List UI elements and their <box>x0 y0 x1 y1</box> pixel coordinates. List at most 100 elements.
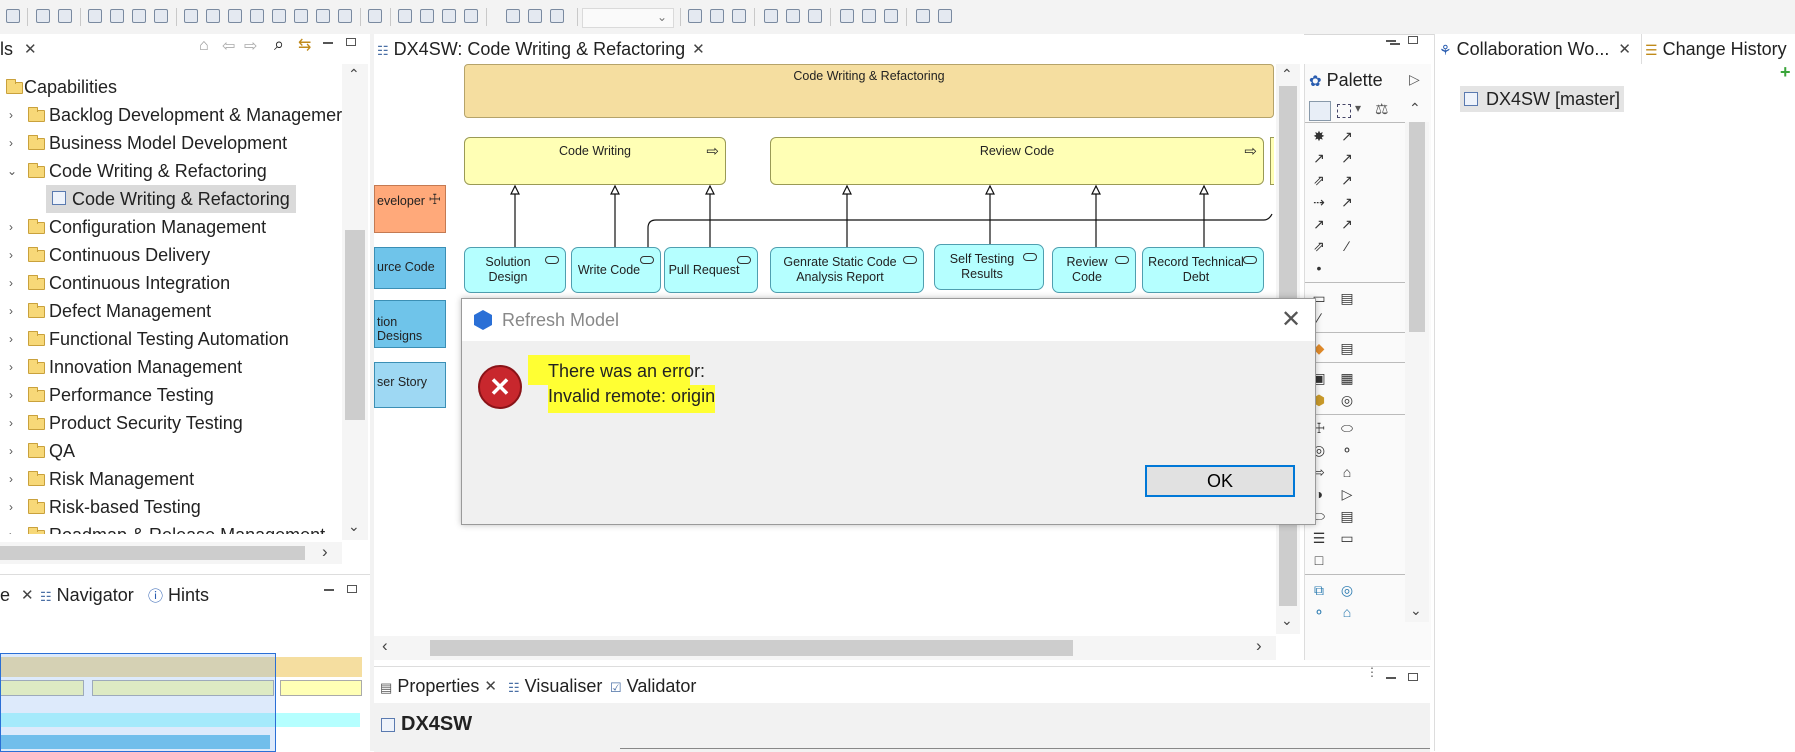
process-review-code[interactable]: Review Code <box>1052 247 1136 293</box>
access-relation-icon[interactable]: ⇢ <box>1313 194 1325 210</box>
collapse-palette-icon[interactable]: ▷ <box>1409 71 1420 87</box>
application-collaboration-icon[interactable]: ◎ <box>1340 582 1354 598</box>
scroll-left-icon[interactable]: ‹ <box>382 636 388 655</box>
process-self-testing-results[interactable]: Self Testing Results <box>934 244 1044 290</box>
close-icon[interactable]: ✕ <box>1281 306 1302 333</box>
business-function-partial[interactable] <box>1270 137 1274 185</box>
push-icon[interactable] <box>442 9 456 23</box>
scroll-right-icon[interactable]: › <box>322 542 328 561</box>
application-function-icon[interactable]: ⌂ <box>1342 604 1352 620</box>
palette-scrollbar[interactable]: ⌄ <box>1405 122 1429 622</box>
chevron-right-icon[interactable]: › <box>9 500 13 514</box>
tree-item[interactable]: › Innovation Management <box>0 353 342 381</box>
reset-aspect-icon[interactable] <box>916 9 930 23</box>
strategy-resource-icon[interactable]: ◆ <box>1313 340 1325 356</box>
pull-icon[interactable] <box>464 9 478 23</box>
business-object-icon[interactable]: ▤ <box>1340 508 1354 524</box>
business-function-code-writing[interactable]: Code Writing ⇨ <box>464 137 726 185</box>
aggregation-relation-icon[interactable]: ↗ <box>1313 150 1325 166</box>
tree-item-capabilities[interactable]: Capabilities <box>0 73 342 101</box>
refresh-model-icon[interactable] <box>398 9 412 23</box>
chevron-right-icon[interactable]: › <box>9 108 13 122</box>
properties-tab[interactable]: ▤ Properties ✕ <box>380 676 497 697</box>
data-object-element[interactable]: ser Story <box>374 362 446 408</box>
close-icon[interactable]: ✕ <box>24 41 37 58</box>
composition-relation-icon[interactable]: ↗ <box>1341 128 1353 144</box>
info-icon[interactable] <box>316 9 330 23</box>
redo-icon[interactable] <box>58 9 72 23</box>
commit-icon[interactable] <box>420 9 434 23</box>
chevron-right-icon[interactable]: › <box>9 444 13 458</box>
full-screen-icon[interactable] <box>938 9 952 23</box>
tree-item[interactable]: ⌄ Code Writing & Refactoring <box>0 157 342 185</box>
scroll-down-icon[interactable]: ⌄ <box>1281 612 1293 628</box>
marquee-tool-icon[interactable] <box>1337 104 1351 118</box>
forward-icon[interactable]: ⇨ <box>244 38 258 55</box>
close-icon[interactable]: ✕ <box>692 41 705 58</box>
zoom-combo[interactable]: ⌄ <box>582 8 674 28</box>
link-editor-icon[interactable]: ⇆ <box>298 37 312 54</box>
chevron-down-icon[interactable]: ▾ <box>1355 101 1362 115</box>
minimize-icon[interactable] <box>324 589 334 591</box>
application-component-icon[interactable]: ⧉ <box>1314 582 1324 598</box>
back-icon[interactable]: ⇦ <box>222 38 236 55</box>
plugin-icon[interactable] <box>550 9 564 23</box>
outline-tab[interactable]: e ✕ <box>0 585 34 606</box>
home-icon[interactable]: ⌂ <box>199 37 209 54</box>
chevron-down-icon[interactable]: ⌄ <box>7 164 18 178</box>
junction-icon[interactable]: • <box>1316 260 1322 276</box>
repository-item[interactable]: DX4SW [master] <box>1460 86 1625 112</box>
visualiser-tab[interactable]: ☷ Visualiser <box>508 676 602 697</box>
tree-item[interactable]: › Risk-based Testing <box>0 493 342 521</box>
business-role-icon[interactable]: ⬭ <box>1341 420 1353 436</box>
undo-icon[interactable] <box>36 9 50 23</box>
chevron-right-icon[interactable]: › <box>9 360 13 374</box>
scroll-down-icon[interactable]: ⌄ <box>1410 602 1422 618</box>
realization-relation-icon[interactable]: ⇗ <box>1313 172 1325 188</box>
align-left-icon[interactable] <box>688 9 702 23</box>
maximize-icon[interactable] <box>1408 673 1418 681</box>
panel-sash[interactable] <box>370 34 374 751</box>
minimize-icon[interactable] <box>323 42 333 44</box>
maximize-icon[interactable] <box>346 38 356 46</box>
influence-relation-icon[interactable]: ↗ <box>1341 194 1353 210</box>
validator-tab[interactable]: ☑ Validator <box>610 676 696 697</box>
chevron-right-icon[interactable]: › <box>9 332 13 346</box>
scroll-right-icon[interactable]: › <box>1256 636 1262 655</box>
business-function-review-code[interactable]: Review Code ⇨ <box>770 137 1264 185</box>
business-function-icon[interactable]: ⌂ <box>1342 464 1352 480</box>
magic-connector-icon[interactable]: ✸ <box>1313 128 1325 144</box>
collaboration-tab[interactable]: ⚘ Collaboration Wo... ✕ <box>1439 39 1631 60</box>
cut-icon[interactable] <box>88 9 102 23</box>
process-pull-request[interactable]: Pull Request <box>664 247 758 293</box>
data-object-element[interactable]: tion Designs <box>374 300 446 348</box>
match-height-icon[interactable] <box>862 9 876 23</box>
delete-icon[interactable] <box>154 9 168 23</box>
grid-icon[interactable] <box>294 9 308 23</box>
business-interface-icon[interactable]: ⚬ <box>1341 442 1353 458</box>
palette-header[interactable]: ✿ Palette <box>1309 70 1383 91</box>
contract-icon[interactable]: ☰ <box>1312 530 1326 546</box>
business-event-icon[interactable]: ▷ <box>1341 486 1353 502</box>
scroll-up-icon[interactable]: ⌃ <box>348 66 360 82</box>
chevron-right-icon[interactable]: › <box>9 416 13 430</box>
export-icon[interactable] <box>368 9 382 23</box>
close-icon[interactable]: ✕ <box>21 587 34 604</box>
tree-item[interactable]: › Continuous Integration <box>0 269 342 297</box>
process-solution-design[interactable]: Solution Design <box>464 247 566 293</box>
process-generate-static-code-analysis-report[interactable]: Genrate Static Code Analysis Report <box>770 247 924 293</box>
scroll-up-icon[interactable]: ⌃ <box>1281 66 1293 82</box>
application-interface-icon[interactable]: ⚬ <box>1313 604 1325 620</box>
maximize-icon[interactable] <box>1408 36 1418 44</box>
scrollbar-thumb[interactable] <box>1409 122 1425 332</box>
tree-icon[interactable] <box>184 9 198 23</box>
tree-item[interactable]: › Product Security Testing <box>0 409 342 437</box>
ok-button[interactable]: OK <box>1145 465 1295 497</box>
hints-tab[interactable]: ⓘ Hints <box>148 585 209 606</box>
chevron-right-icon[interactable]: › <box>9 521 13 534</box>
users-icon[interactable] <box>506 9 520 23</box>
business-process-icon[interactable]: ⇨ <box>1313 464 1325 480</box>
assignment-relation-icon[interactable]: ↗ <box>1341 150 1353 166</box>
select-tool-icon[interactable] <box>1309 101 1331 121</box>
business-interaction-icon[interactable]: ◑ <box>1314 486 1324 502</box>
